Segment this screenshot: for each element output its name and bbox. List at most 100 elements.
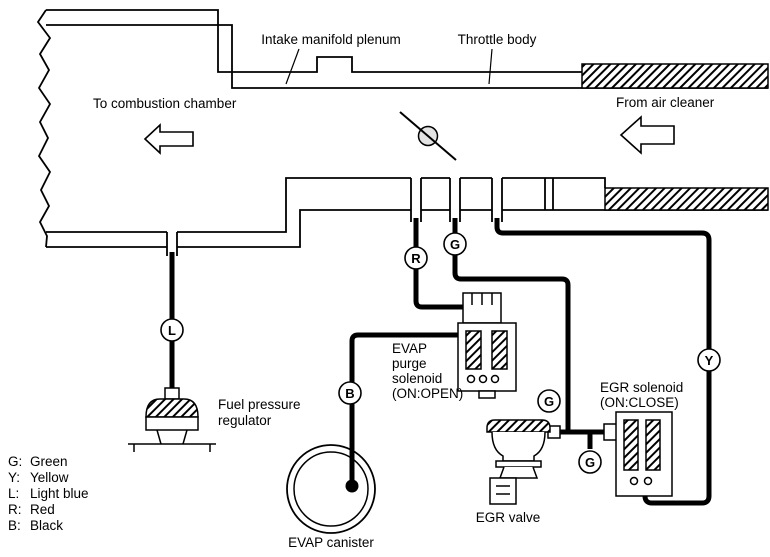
leader-line-intake: [285, 48, 300, 85]
solenoid-dot: [478, 374, 488, 384]
label-to-combustion-chamber: To combustion chamber: [93, 96, 237, 111]
canister-port-dot: [345, 479, 359, 493]
solenoid-outlet: [478, 390, 496, 399]
coil-winding: [491, 330, 508, 370]
legend-code: G:: [8, 454, 22, 469]
throttle-body-seam: [544, 178, 554, 210]
hose-marker-black: B: [338, 381, 362, 405]
throttle-plate-line: [399, 111, 457, 161]
port-stub-yellow: [491, 178, 503, 222]
fuel-pressure-regulator-icon: [128, 387, 216, 452]
port-stub-red: [410, 178, 422, 222]
legend-code: Y:: [8, 470, 20, 485]
marker-letter: G: [544, 394, 554, 409]
label-evap-purge-solenoid-line3: solenoid: [392, 371, 442, 386]
legend-name: Yellow: [30, 470, 69, 485]
legend-name: Light blue: [30, 486, 89, 501]
label-evap-purge-solenoid-line1: EVAP: [392, 341, 427, 356]
hose-marker-yellow: Y: [697, 348, 721, 372]
legend-row-yellow: Y: Yellow: [8, 470, 69, 485]
egr-solenoid-icon: [603, 411, 673, 497]
label-intake-manifold-plenum: Intake manifold plenum: [261, 32, 401, 47]
marker-circle: [404, 246, 428, 270]
legend-row-black: B: Black: [8, 518, 63, 533]
marker-circle: [578, 450, 602, 474]
regulator-nipple: [164, 387, 180, 400]
valve-flange: [495, 460, 542, 468]
valve-base: [498, 466, 539, 479]
port-stub-regulator: [166, 232, 178, 256]
marker-letter: R: [411, 251, 421, 266]
label-from-air-cleaner: From air cleaner: [616, 95, 715, 110]
diagram-labels: Intake manifold plenum Throttle body To …: [93, 32, 715, 550]
valve-diaphragm-cap: [486, 419, 551, 433]
hose-marker-green-egr-upper: G: [537, 389, 561, 413]
coil-winding: [623, 419, 639, 471]
solenoid-dot: [629, 476, 639, 486]
hose-marker-red: R: [404, 246, 428, 270]
regulator-body: [145, 416, 199, 431]
legend-code: B:: [8, 518, 21, 533]
label-egr-solenoid-line1: EGR solenoid: [600, 380, 683, 395]
leader-line-throttle: [488, 48, 493, 85]
throttle-valve-icon: [399, 111, 457, 161]
label-egr-valve: EGR valve: [476, 510, 541, 525]
marker-letter: G: [585, 455, 595, 470]
legend-row-light-blue: L: Light blue: [8, 486, 89, 501]
duct-inner-top-line: [46, 24, 768, 89]
legend-name: Black: [30, 518, 63, 533]
legend-name: Green: [30, 454, 68, 469]
solenoid-inlet-ridges: [471, 293, 493, 305]
duct-outer-top-line: [46, 9, 582, 73]
hose-marker-green-egr-lower: G: [578, 450, 602, 474]
hose-marker-light-blue: L: [160, 318, 184, 342]
legend-code: L:: [8, 486, 19, 501]
hose-green: [452, 218, 571, 432]
marker-circle: [160, 318, 184, 342]
regulator-legs: [156, 429, 188, 445]
coil-winding: [645, 419, 661, 471]
label-fuel-pressure-regulator-line2: regulator: [218, 413, 272, 428]
legend-row-red: R: Red: [8, 502, 55, 517]
valve-body: [491, 431, 546, 462]
to-combustion-arrow-icon: [143, 123, 194, 155]
legend-name: Red: [30, 502, 55, 517]
air-cleaner-wall-hatch-top: [581, 63, 769, 89]
marker-circle: [537, 389, 561, 413]
label-throttle-body: Throttle body: [458, 32, 537, 47]
legend-row-green: G: Green: [8, 454, 68, 469]
label-evap-canister: EVAP canister: [288, 535, 374, 550]
port-stub-green: [449, 178, 461, 222]
valve-outlet-pipe: [489, 477, 517, 505]
duct-inner-bottom-line: [46, 177, 606, 233]
regulator-flange: [128, 443, 216, 452]
coil-winding: [465, 330, 482, 370]
marker-circle: [443, 232, 467, 256]
label-evap-purge-solenoid-line2: purge: [392, 356, 427, 371]
hose-red: [413, 218, 463, 310]
regulator-dome: [145, 398, 199, 418]
evap-canister-icon: [286, 444, 376, 534]
marker-letter: B: [345, 386, 354, 401]
color-legend: G: Green Y: Yellow L: Light blue R: Red …: [8, 454, 89, 533]
marker-letter: L: [168, 323, 176, 338]
marker-circle: [697, 348, 721, 372]
duct-outer-bottom-line: [46, 209, 768, 248]
egr-valve-icon: [486, 419, 561, 505]
flow-arrows: [143, 115, 675, 155]
solenoid-dot: [490, 374, 500, 384]
label-evap-purge-solenoid-line4: (ON:OPEN): [392, 386, 463, 401]
from-air-cleaner-arrow-icon: [619, 115, 675, 155]
label-egr-solenoid-line2: (ON:CLOSE): [600, 395, 679, 410]
hose-black: [349, 332, 460, 486]
hose-marker-green-port: G: [443, 232, 467, 256]
torn-edge-line: [36, 9, 52, 248]
air-cleaner-wall-hatch-bottom: [604, 187, 769, 211]
hose-color-markers: L R G B Y G G: [160, 232, 721, 474]
marker-letter: G: [450, 237, 460, 252]
valve-outlet-lines: [496, 485, 510, 495]
marker-circle: [338, 381, 362, 405]
intake-duct-outline: [36, 9, 768, 256]
